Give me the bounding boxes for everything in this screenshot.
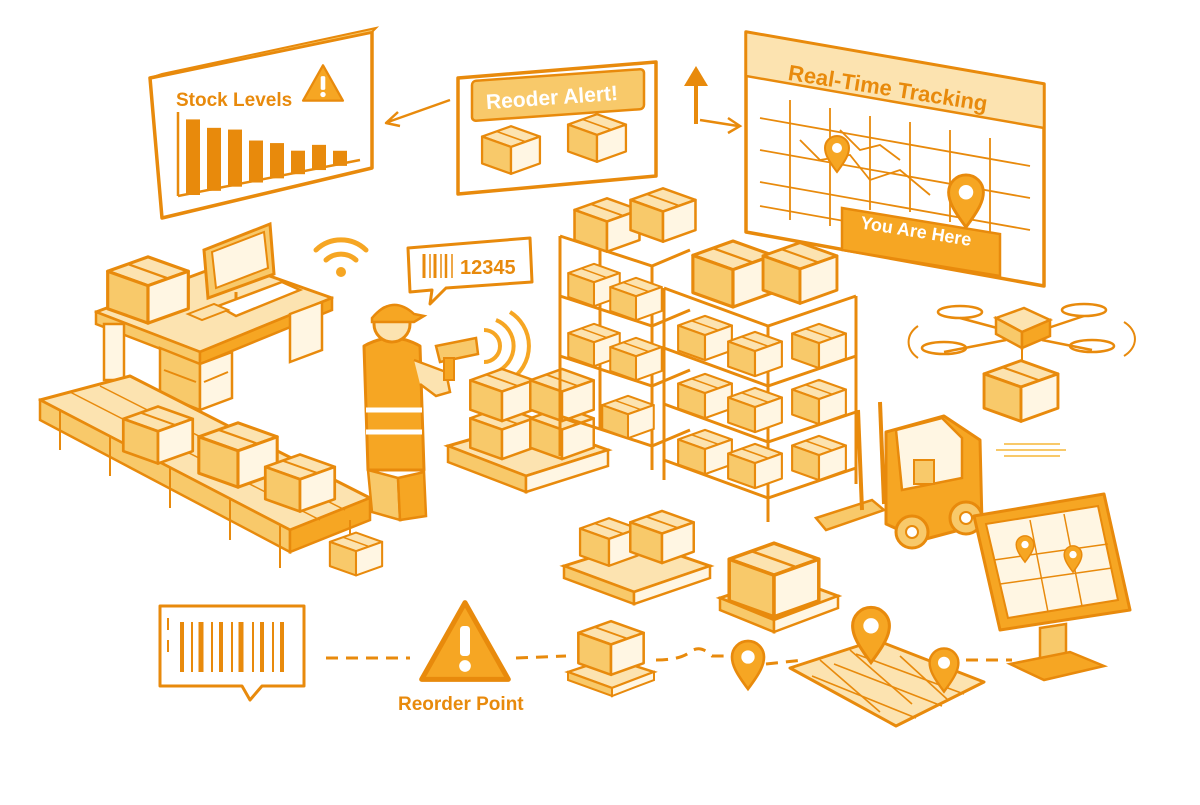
forklift: [813, 401, 984, 550]
box-icon: [791, 378, 847, 426]
box-icon: [791, 322, 847, 370]
workstation-desk: [94, 221, 334, 412]
wifi-icon: [313, 237, 369, 277]
arrow-up-right: [684, 66, 743, 135]
delivery-drone: [907, 302, 1136, 457]
map-icon: [788, 605, 986, 728]
reorder-point-label: Reorder Point: [398, 694, 524, 715]
box-icon: [121, 405, 195, 465]
box-icon: [727, 442, 783, 490]
floor-pallets: [559, 509, 843, 634]
kiosk-screen-icon: [972, 492, 1132, 682]
barcode-icon: [422, 254, 453, 278]
conveyor-belt: [38, 374, 384, 577]
box-icon: [106, 255, 190, 325]
warning-triangle-icon: [422, 603, 509, 680]
box-icon: [609, 276, 663, 322]
stock-bar: [333, 150, 347, 166]
scanned-code-text: 12345: [460, 257, 516, 279]
box-icon: [761, 241, 839, 305]
box-icon: [677, 428, 733, 476]
stock-bar: [312, 144, 326, 171]
stock-bar: [291, 150, 305, 175]
box-icon: [263, 453, 337, 513]
box-icon: [328, 531, 384, 577]
stock-bar: [228, 129, 242, 187]
box-icon: [984, 361, 1058, 422]
stock-levels-panel: Stock Levels: [148, 26, 380, 220]
box-icon: [677, 372, 733, 420]
stock-bar: [207, 127, 221, 191]
box-icon: [791, 434, 847, 482]
real-time-tracking-panel: Real-Time Tracking You Are Here: [744, 30, 1046, 288]
stock-bars-chart: [186, 119, 347, 195]
stock-bar: [249, 140, 263, 183]
box-icon: [528, 367, 596, 423]
box-icon: [480, 125, 542, 175]
box-icon: [609, 336, 663, 382]
stock-bar: [270, 143, 284, 179]
pallet-box-icon: [564, 619, 658, 698]
bottom-flow: Reorder Point: [158, 603, 1012, 728]
stock-bar: [186, 119, 200, 195]
box-icon: [601, 394, 655, 440]
box-icon: [677, 314, 733, 362]
shelving-units: [558, 187, 858, 522]
box-icon: [727, 541, 821, 619]
map-pin-icon: [730, 639, 766, 691]
center-pallet: [443, 367, 613, 494]
box-icon: [468, 367, 536, 423]
barcode-speech-bubble: 12345: [406, 236, 534, 306]
box-icon: [628, 509, 696, 565]
reorder-alert-panel: Reoder Alert!: [456, 60, 658, 196]
box-icon: [727, 330, 783, 378]
arrow-alert-to-stock: [384, 98, 451, 128]
box-icon: [629, 187, 697, 243]
barcode-icon: [158, 604, 306, 702]
box-icon: [566, 113, 628, 163]
box-icon: [727, 386, 783, 434]
warehouse-worker: [362, 303, 531, 522]
stock-levels-title: Stock Levels: [176, 90, 292, 111]
box-icon: [691, 239, 775, 309]
